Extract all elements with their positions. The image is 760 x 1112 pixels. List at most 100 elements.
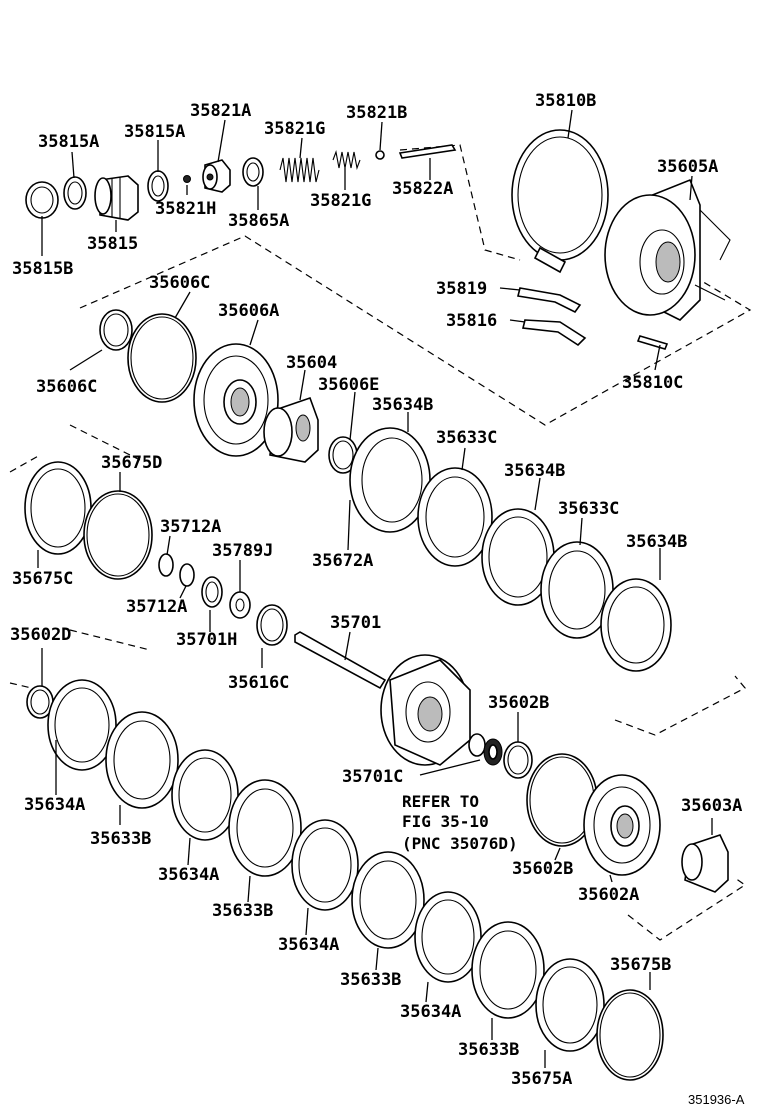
label-35815: 35815 [87, 234, 138, 254]
part-35605A-drum [604, 178, 731, 321]
label-35634A-3: 35634A [278, 935, 339, 955]
label-35821H: 35821H [155, 199, 216, 219]
part-35701C-ring [468, 733, 486, 757]
label-35675C: 35675C [12, 569, 73, 589]
refer-note-line3: (PNC 35076D) [402, 834, 518, 853]
part-35634B-plate-2 [481, 508, 555, 606]
part-35633B-disc-1 [105, 711, 179, 809]
label-35634A-2: 35634A [158, 865, 219, 885]
label-35675B: 35675B [610, 955, 671, 975]
label-35633C-1: 35633C [436, 428, 497, 448]
part-35810C-pin [636, 335, 669, 350]
label-35616C: 35616C [228, 673, 289, 693]
label-35634B-3: 35634B [626, 532, 687, 552]
part-35821H-ball [183, 175, 191, 183]
label-35633B-2: 35633B [212, 901, 273, 921]
label-35816: 35816 [446, 311, 497, 331]
label-35701H: 35701H [176, 630, 237, 650]
part-35606C-large-ring [127, 313, 197, 403]
part-35789J-washer [229, 591, 251, 619]
part-35633C-disc-2 [540, 541, 614, 639]
part-35633C-disc-1 [417, 467, 493, 567]
part-35712A-ring-small [158, 553, 174, 577]
part-35821B-pin [375, 150, 385, 160]
part-35634A-plate-4 [414, 891, 482, 983]
label-35606A: 35606A [218, 301, 279, 321]
label-35602A: 35602A [578, 885, 639, 905]
label-35672A: 35672A [312, 551, 373, 571]
refer-note: REFER TO FIG 35-10 (PNC 35076D) [402, 792, 518, 853]
label-35606E: 35606E [318, 375, 379, 395]
label-35789J: 35789J [212, 541, 273, 561]
part-35602D-ring [26, 685, 54, 719]
refer-note-line1: REFER TO [402, 792, 479, 811]
part-35634A-plate-1 [47, 679, 117, 771]
label-35712A-top: 35712A [160, 517, 221, 537]
label-35634B-2: 35634B [504, 461, 565, 481]
part-35606A-piston [193, 343, 279, 457]
part-35701H-bearing [201, 576, 223, 608]
part-bearing-small [483, 738, 503, 766]
part-35633B-disc-4 [471, 921, 545, 1019]
label-35633C-2: 35633C [558, 499, 619, 519]
refer-note-line2: FIG 35-10 [402, 812, 489, 831]
part-35822A-rod [398, 144, 457, 159]
label-35821G-bottom: 35821G [310, 191, 371, 211]
part-35819-lever [517, 287, 582, 314]
label-35821G-top: 35821G [264, 119, 325, 139]
part-35606E-ring [328, 436, 358, 474]
part-35602B-small-ring [503, 741, 533, 779]
part-35604-clutch-hub [263, 396, 319, 463]
part-35815B-snap-ring [25, 181, 59, 219]
label-35712A-bottom: 35712A [126, 597, 187, 617]
leader-lines [37, 109, 713, 1068]
figure-code: 351936-A [688, 1092, 745, 1107]
part-35634A-plate-2 [171, 749, 239, 841]
part-35821A-valve [202, 159, 231, 193]
label-35633B-4: 35633B [458, 1040, 519, 1060]
part-35602B-large-ring [526, 753, 598, 847]
label-35634A-4: 35634A [400, 1002, 461, 1022]
part-35675A-plate [535, 958, 605, 1052]
part-35815A-ring-right [147, 170, 169, 202]
label-35602D: 35602D [10, 625, 71, 645]
label-35821A: 35821A [190, 101, 251, 121]
part-35810B-brake-band [511, 129, 609, 274]
label-35819: 35819 [436, 279, 487, 299]
label-35815A-left: 35815A [38, 132, 99, 152]
label-35701: 35701 [330, 613, 381, 633]
part-35712A-ring-medium [179, 563, 195, 587]
label-35606C-left: 35606C [36, 377, 97, 397]
label-35815A-right: 35815A [124, 122, 185, 142]
part-35701-shaft-drum [294, 631, 471, 766]
part-35821G-spring-2 [332, 149, 361, 171]
part-35675D-ring [83, 490, 153, 580]
part-35675B-ring [596, 989, 664, 1081]
label-35606C-top: 35606C [149, 273, 210, 293]
part-labels: 35810B 35821A 35821B 35815A 35815A 35821… [10, 91, 742, 1089]
label-35675A: 35675A [511, 1069, 572, 1089]
label-35815B: 35815B [12, 259, 73, 279]
label-35701C: 35701C [342, 767, 403, 787]
label-35675D: 35675D [101, 453, 162, 473]
label-35605A: 35605A [657, 157, 718, 177]
label-35602B-bottom: 35602B [512, 859, 573, 879]
label-35633B-1: 35633B [90, 829, 151, 849]
part-35816-lever [522, 319, 587, 347]
part-35633B-disc-3 [351, 851, 425, 949]
part-35821G-spring-1 [279, 157, 320, 183]
label-35634B-1: 35634B [372, 395, 433, 415]
part-35865A-ring [242, 157, 264, 187]
label-35602B-top: 35602B [488, 693, 549, 713]
label-35822A: 35822A [392, 179, 453, 199]
label-35865A: 35865A [228, 211, 289, 231]
part-35633B-disc-2 [228, 779, 302, 877]
part-35675C-plate [24, 461, 92, 555]
part-35606C-small-ring [99, 309, 133, 351]
label-35810B: 35810B [535, 91, 596, 111]
part-35602A-piston [583, 774, 661, 876]
label-35634A-1: 35634A [24, 795, 85, 815]
part-35603A-hub [681, 834, 729, 893]
